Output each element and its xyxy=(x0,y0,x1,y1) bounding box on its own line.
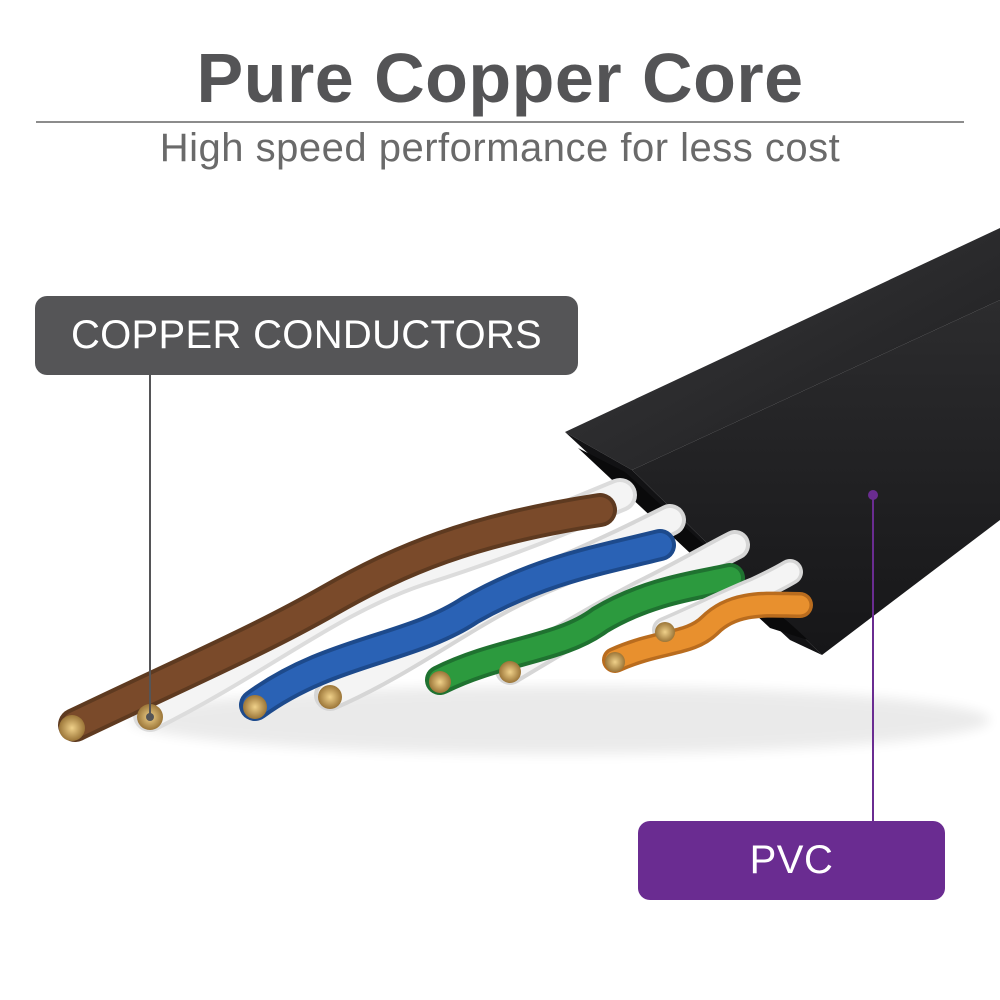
copper-tip xyxy=(59,715,85,741)
page-subtitle: High speed performance for less cost xyxy=(159,126,841,170)
copper-tip xyxy=(243,695,267,719)
twisted-pairs xyxy=(58,478,813,742)
copper-tip xyxy=(605,652,625,672)
copper-tip xyxy=(655,622,675,642)
pvc-leader-dot xyxy=(868,490,878,500)
copper-tips xyxy=(59,622,675,741)
copper-conductors-label: COPPER CONDUCTORS xyxy=(35,296,578,375)
copper-tip xyxy=(318,685,342,709)
conductors-leader-dot xyxy=(146,713,154,721)
title-divider xyxy=(36,121,964,123)
pvc-label: PVC xyxy=(638,821,945,900)
copper-tip xyxy=(429,671,451,693)
pvc-text: PVC xyxy=(749,838,834,882)
jacket-front-face xyxy=(632,300,1000,655)
jacket-top-face xyxy=(565,228,1000,470)
page-title: Pure Copper Core xyxy=(196,39,804,117)
copper-tip xyxy=(499,661,521,683)
copper-conductors-text: COPPER CONDUCTORS xyxy=(70,313,543,357)
